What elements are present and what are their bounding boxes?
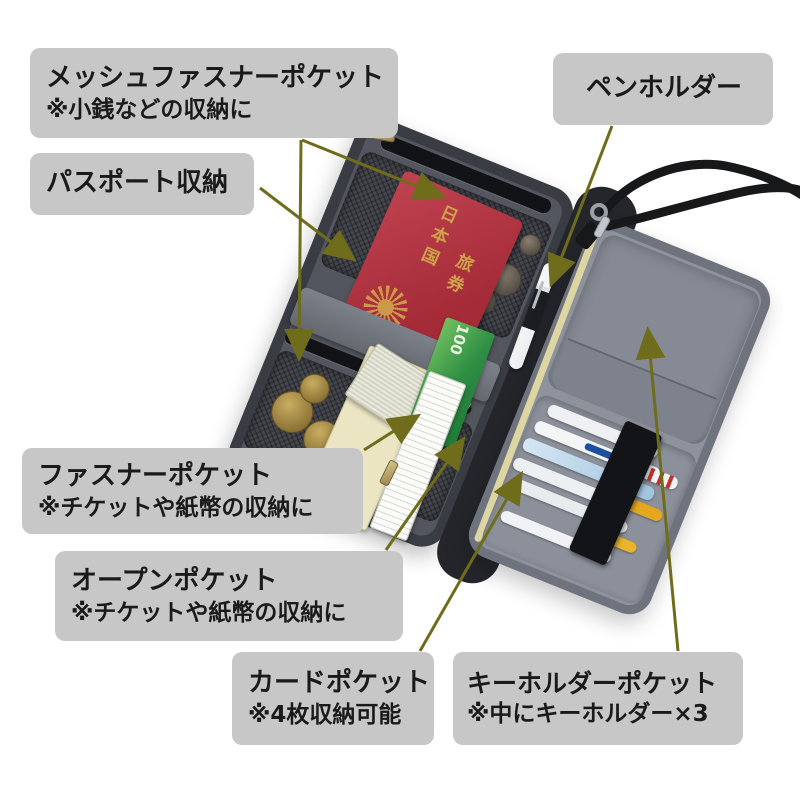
callout-title: パスポート収納: [46, 168, 229, 199]
callout-open-pocket: オープンポケット ※チケットや紙幣の収納に: [55, 551, 403, 641]
callout-passport-storage: パスポート収納: [30, 153, 254, 215]
callout-title: オープンポケット: [71, 565, 278, 596]
callout-note: ※チケットや紙幣の収納に: [38, 494, 314, 521]
coin: [515, 230, 545, 260]
callout-title: カードポケット: [248, 668, 431, 698]
callout-note: ※中にキーホルダー×3: [467, 701, 709, 728]
callout-title: キーホルダーポケット: [467, 668, 718, 698]
callout-card-pocket: カードポケット ※4枚収納可能: [232, 652, 434, 745]
euro-note-number: 100: [445, 321, 473, 358]
callout-keyholder-pocket: キーホルダーポケット ※中にキーホルダー×3: [453, 652, 743, 745]
callout-note: ※小銭などの収納に: [46, 96, 253, 123]
callout-mesh-zipper-pocket: メッシュファスナーポケット ※小銭などの収納に: [30, 48, 398, 138]
callout-note: ※4枚収納可能: [248, 702, 402, 729]
callout-title: ファスナーポケット: [38, 460, 273, 491]
callout-note: ※チケットや紙幣の収納に: [71, 599, 347, 626]
callout-zipper-pocket: ファスナーポケット ※チケットや紙幣の収納に: [22, 448, 363, 534]
callout-title: ペンホルダー: [585, 73, 742, 104]
callout-title: メッシュファスナーポケット: [46, 62, 385, 93]
callout-pen-holder: ペンホルダー: [553, 53, 773, 125]
